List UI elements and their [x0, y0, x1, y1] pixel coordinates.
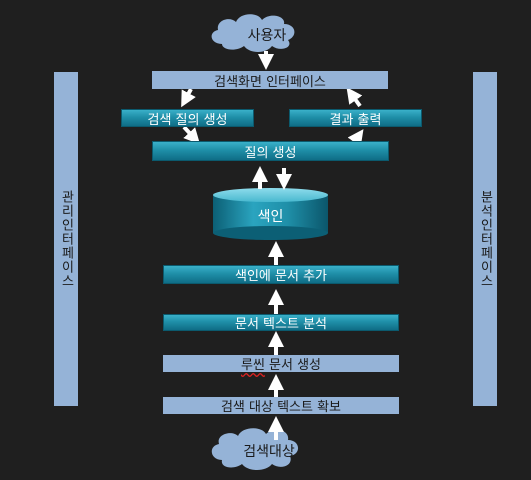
- search-target-label: 검색대상: [243, 444, 295, 460]
- lucene-doc-box: 루씬 문서 생성: [163, 355, 399, 373]
- admin-interface-label: 관리인터페이스: [58, 190, 74, 288]
- search-ui-box: 검색화면 인터페이스: [152, 71, 388, 90]
- analysis-interface-label: 분석인터페이스: [477, 190, 493, 288]
- admin-interface-panel: 관리인터페이스: [54, 72, 78, 406]
- analysis-interface-panel: 분석인터페이스: [473, 72, 497, 406]
- query-gen-box: 질의 생성: [152, 141, 389, 161]
- lucene-doc-rest: 문서 생성: [264, 358, 322, 373]
- index-cylinder: [213, 188, 328, 240]
- lucene-doc-prefix: 루씬: [240, 358, 265, 373]
- query-gen-left-box: 검색 질의 생성: [121, 109, 254, 128]
- acquire-text-box: 검색 대상 텍스트 확보: [163, 397, 399, 415]
- arrow-querygen-left-to-querygen: [182, 125, 201, 145]
- add-doc-box: 색인에 문서 추가: [163, 265, 399, 284]
- result-output-box: 결과 출력: [289, 109, 422, 128]
- arrow-ui-to-querygen-left: [181, 88, 196, 108]
- index-label: 색인: [257, 209, 284, 225]
- user-label: 사용자: [247, 28, 287, 44]
- user-cloud: [211, 14, 295, 53]
- text-analysis-box: 문서 텍스트 분석: [163, 314, 399, 332]
- arrow-result-to-ui: [346, 87, 363, 108]
